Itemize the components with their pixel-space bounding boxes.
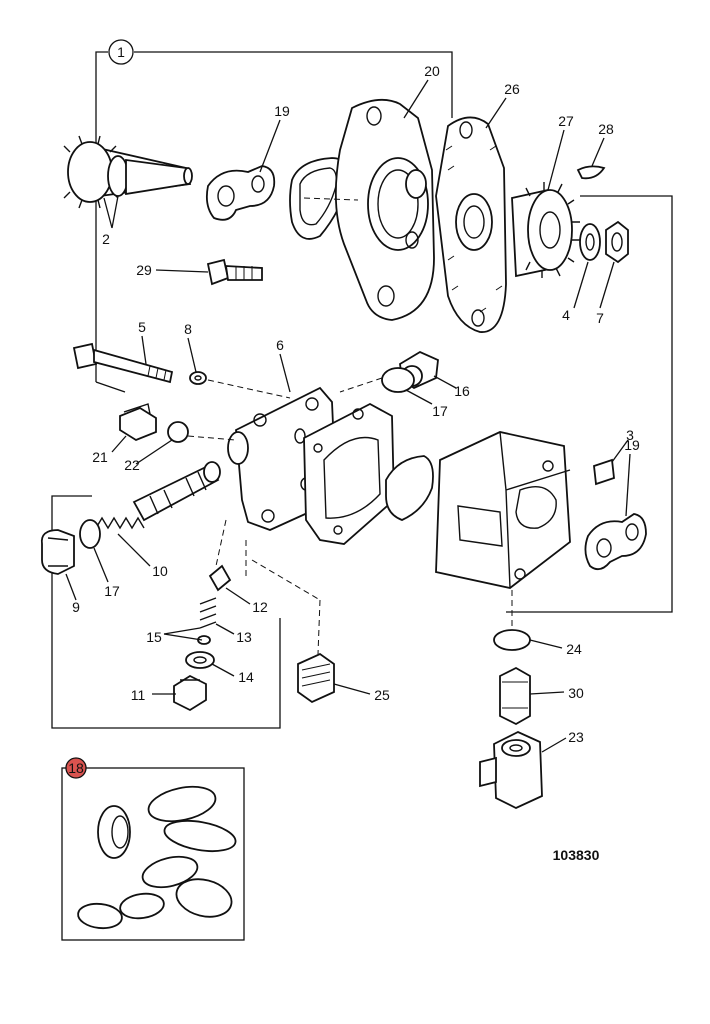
callout-25: 25	[374, 687, 390, 703]
drawing-number: 103830	[553, 847, 600, 863]
washer-4	[579, 223, 601, 261]
bushing-upper	[205, 165, 276, 221]
o-ring-17-lower	[79, 519, 101, 549]
nut-7	[605, 220, 629, 264]
callout-3: 3	[626, 427, 634, 443]
callout-18: 18	[68, 760, 84, 776]
plug-11	[173, 674, 207, 712]
callout-20: 20	[424, 63, 440, 79]
driven-gear	[511, 182, 580, 278]
callout-22: 22	[124, 457, 140, 473]
spool-spring	[95, 516, 145, 530]
adapter-25	[297, 652, 335, 704]
callout-19-upper: 19	[274, 103, 290, 119]
callout-23: 23	[568, 729, 584, 745]
callout-9: 9	[72, 599, 80, 615]
callout-16: 16	[454, 383, 470, 399]
callout-10: 10	[152, 563, 168, 579]
callout-11: 11	[131, 687, 146, 703]
kit-badge	[65, 757, 87, 779]
o-ring-24	[493, 629, 531, 651]
washer-14	[185, 651, 215, 669]
drive-gear-shaft	[63, 135, 193, 209]
valve-spool	[132, 461, 221, 522]
callout-6: 6	[276, 337, 284, 353]
callout-24: 24	[566, 641, 582, 657]
callout-19-lower: 19	[624, 437, 640, 453]
mounting-flange	[334, 98, 435, 321]
adapter-30	[499, 666, 531, 726]
callout-15: 15	[146, 629, 162, 645]
callout-7: 7	[596, 310, 604, 326]
callout-14: 14	[238, 669, 254, 685]
callout-8: 8	[184, 321, 192, 337]
elbow-23	[479, 731, 543, 809]
callout-27: 27	[558, 113, 574, 129]
callout-17-lower: 17	[104, 583, 120, 599]
seal-kit-box	[61, 757, 245, 941]
assembly-centerlines	[187, 197, 513, 655]
callout-26: 26	[504, 81, 520, 97]
callout-13: 13	[236, 629, 252, 645]
intermediate-gasket	[303, 402, 395, 545]
leader-lines	[65, 79, 631, 753]
callout-30: 30	[568, 685, 584, 701]
o-ring-22	[167, 421, 189, 443]
pump-housing	[435, 431, 571, 589]
callout-28: 28	[598, 121, 614, 137]
callout-21: 21	[92, 449, 108, 465]
washer-8	[189, 371, 207, 385]
assembly-frame-lines	[51, 51, 673, 729]
fitting-21	[119, 403, 157, 442]
callout-12: 12	[252, 599, 268, 615]
callout-2: 2	[102, 231, 110, 247]
callout-17-upper: 17	[432, 403, 448, 419]
end-plug-9	[40, 529, 75, 575]
valve-cone-12	[208, 564, 232, 592]
callout-labels: 1 2 19 20 26 27 28 29 5 8 6 4 7 16 17 3 …	[68, 39, 640, 863]
bolt-29	[206, 258, 263, 286]
long-bolt-5	[72, 342, 174, 384]
callout-1: 1	[117, 44, 125, 60]
housing-seal-ring	[385, 455, 434, 521]
callout-5: 5	[138, 319, 146, 335]
dowel-3	[593, 458, 615, 486]
callout-4: 4	[562, 307, 570, 323]
callout-29: 29	[136, 262, 152, 278]
o-ring-17-upper	[381, 367, 415, 393]
bushing-lower	[584, 513, 647, 571]
woodruff-key	[576, 165, 606, 180]
gasket-plate	[435, 116, 507, 333]
relief-spring-13	[199, 597, 217, 629]
